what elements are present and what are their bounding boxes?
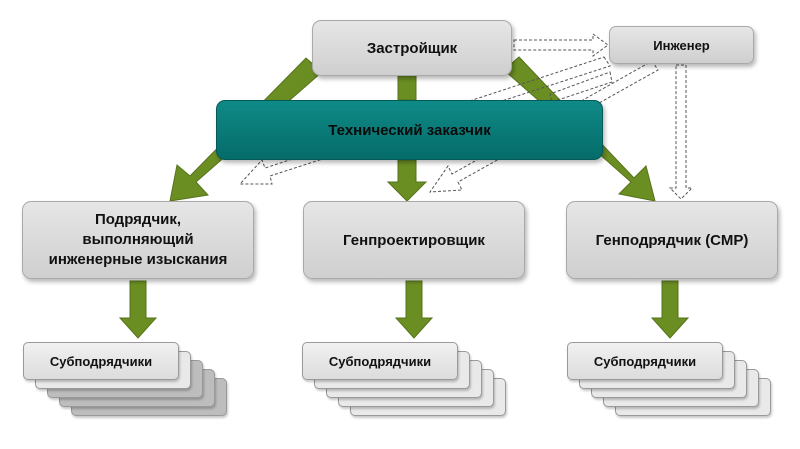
node-izyskaniya-line-1: Подрядчик, <box>94 211 182 228</box>
node-genpodryadchik-label: Генподрядчик (СМР) <box>595 231 749 249</box>
node-izyskaniya: Подрядчик, выполняющий инженерные изыска… <box>22 201 254 279</box>
dashed-arrow-inzh-to-genproekt <box>429 60 659 193</box>
dashed-arrow-inzh-to-genpodr <box>668 64 694 200</box>
node-zastroyshchik: Застройщик <box>312 20 512 76</box>
dashed-arrow-inzh-to-izysk <box>238 56 611 185</box>
node-tech-zakazchik: Технический заказчик <box>216 100 603 160</box>
node-inzhener: Инженер <box>609 26 754 64</box>
dashed-arrow-zastr-to-inzh <box>513 33 609 57</box>
node-genpodryadchik: Генподрядчик (СМР) <box>566 201 778 279</box>
arrow-zastr-to-tech <box>397 75 417 101</box>
node-zastroyshchik-label: Застройщик <box>366 39 458 57</box>
subcontractor-label: Субподрядчики <box>593 353 697 369</box>
arrow-tech-to-genproekt <box>386 159 428 202</box>
subcontractor-card: Субподрядчики <box>567 342 723 380</box>
node-izyskaniya-line-3: инженерные изыскания <box>48 251 228 268</box>
subcontractor-card: Субподрядчики <box>302 342 458 380</box>
subcontractor-card: Субподрядчики <box>23 342 179 380</box>
node-tech-zakazchik-label: Технический заказчик <box>328 121 491 139</box>
dashed-arrow-inzh-to-tech <box>549 71 613 103</box>
node-izyskaniya-line-2: выполняющий <box>82 231 194 248</box>
node-inzhener-label: Инженер <box>653 37 710 53</box>
subcontractor-label: Субподрядчики <box>328 353 432 369</box>
node-genproektirovshchik-label: Генпроектировщик <box>343 231 485 249</box>
arrow-izysk-to-sub <box>118 280 158 339</box>
arrow-genpodr-to-sub <box>650 280 690 339</box>
subcontractor-label: Субподрядчики <box>49 353 153 369</box>
arrow-genproekt-to-sub <box>394 280 434 339</box>
node-genproektirovshchik: Генпроектировщик <box>303 201 525 279</box>
